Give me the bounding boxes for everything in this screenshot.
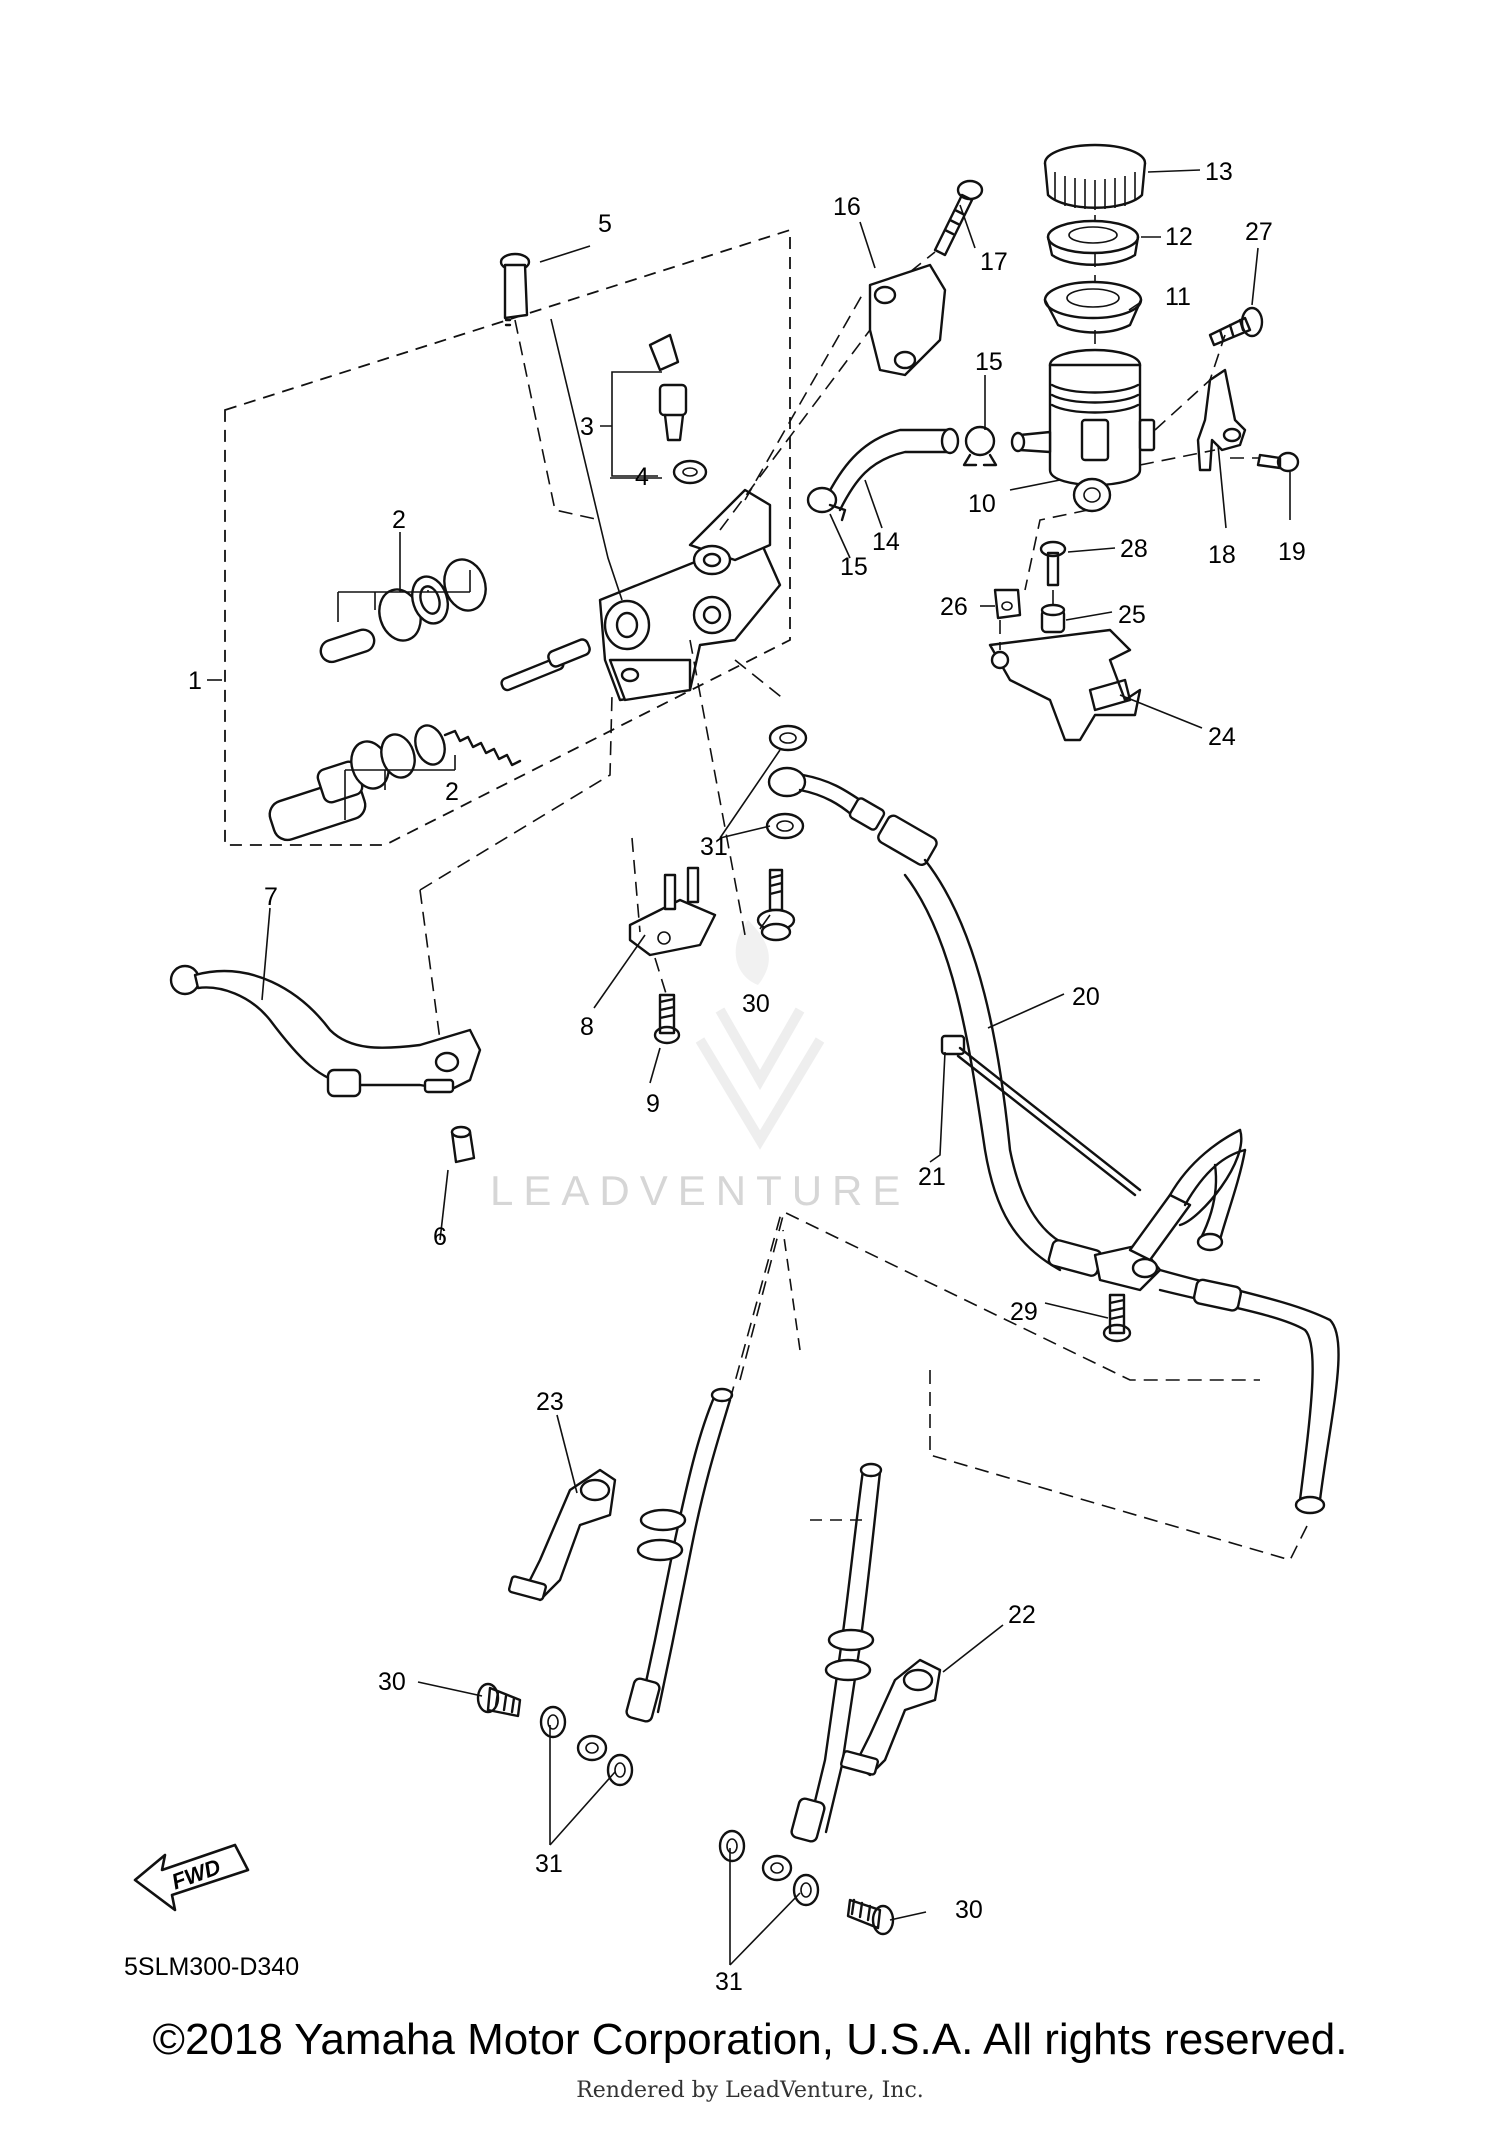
reservoir-screw (1208, 306, 1264, 347)
piston-kit-large (268, 638, 591, 842)
callout-19: 19 (1278, 538, 1306, 566)
bleed-screw-assembly (648, 333, 708, 485)
union-bolt-upper (756, 868, 796, 942)
holder-bolt (933, 179, 984, 257)
callout-24: 24 (1208, 723, 1236, 751)
lever-collar (450, 1125, 476, 1164)
callout-21: 21 (918, 1163, 946, 1191)
master-cylinder-cover (988, 628, 1142, 742)
brake-lever (169, 964, 482, 1098)
callout-30-left: 30 (378, 1668, 406, 1696)
callout-30-right: 30 (955, 1896, 983, 1924)
watermark-logo-icon (695, 920, 825, 1150)
copper-washers-upper (765, 724, 808, 840)
union-bolt-left (476, 1682, 522, 1718)
callout-17: 17 (980, 248, 1008, 276)
master-cylinder-holder (868, 263, 947, 377)
callout-15-upper: 15 (975, 348, 1003, 376)
callout-12: 12 (1165, 223, 1193, 251)
brake-fluid-reservoir (1010, 348, 1156, 513)
hose-clip-lower (806, 486, 847, 522)
callout-15-lower: 15 (840, 553, 868, 581)
callout-23: 23 (536, 1388, 564, 1416)
callout-2-upper: 2 (392, 506, 406, 534)
hose-guide-right (840, 1658, 942, 1777)
callout-16: 16 (833, 193, 861, 221)
callout-5: 5 (598, 210, 612, 238)
callout-26: 26 (940, 593, 968, 621)
callout-7: 7 (264, 883, 278, 911)
pivot-bolt (499, 252, 531, 327)
brake-hose-right (761, 1462, 883, 1882)
callout-6: 6 (433, 1223, 447, 1251)
master-cylinder-kit-outline (224, 228, 791, 846)
callout-31-left: 31 (535, 1850, 563, 1878)
hose-bolt (1102, 1293, 1132, 1343)
callout-29: 29 (1010, 1298, 1038, 1326)
copper-washers-lower (539, 1705, 820, 1907)
cover-bolt (1039, 540, 1067, 587)
hose-clip-upper (962, 425, 998, 467)
forward-arrow-icon: FWD (133, 1843, 250, 1912)
callout-28: 28 (1120, 535, 1148, 563)
piston-kit-small (319, 558, 487, 664)
cover-collar (1040, 603, 1066, 634)
callout-20: 20 (1072, 983, 1100, 1011)
reservoir-bracket (1196, 368, 1247, 472)
callout-14: 14 (872, 528, 900, 556)
callout-18: 18 (1208, 541, 1236, 569)
brake-hose-main (767, 766, 1340, 1515)
bracket-screw (1256, 451, 1300, 473)
cable-tie (940, 1034, 1142, 1197)
callout-9: 9 (646, 1090, 660, 1118)
callout-25: 25 (1118, 601, 1146, 629)
callout-3: 3 (580, 413, 594, 441)
callout-22: 22 (1008, 1601, 1036, 1629)
callout-10: 10 (968, 490, 996, 518)
rendered-by-notice: Rendered by LeadVenture, Inc. (576, 2078, 924, 2103)
reservoir-cap (1043, 143, 1147, 210)
callout-2-lower: 2 (445, 778, 459, 806)
leader-lines (207, 169, 1311, 1966)
callout-13: 13 (1205, 158, 1233, 186)
callout-8: 8 (580, 1013, 594, 1041)
callout-30-upper: 30 (742, 990, 770, 1018)
diaphragm-holder (1046, 219, 1140, 266)
reservoir-plate (993, 588, 1022, 620)
union-bolt-right (846, 1898, 895, 1936)
reservoir-diaphragm (1043, 280, 1143, 334)
callout-27: 27 (1245, 218, 1273, 246)
watermark-text: LEADVENTURE (490, 1167, 910, 1214)
callout-11: 11 (1165, 283, 1191, 311)
copyright-notice: ©2018 Yamaha Motor Corporation, U.S.A. A… (152, 2015, 1348, 2064)
callout-31-right: 31 (715, 1968, 743, 1996)
switch-screw (653, 993, 681, 1045)
callouts: 1 2 2 3 4 5 6 7 8 9 10 11 12 13 14 15 15… (188, 158, 1306, 1996)
callout-1: 1 (188, 667, 202, 695)
hose-guide-left (507, 1468, 617, 1602)
callout-31-upper: 31 (700, 833, 728, 861)
watermark: LEADVENTURE (490, 920, 910, 1214)
master-cylinder-body (598, 488, 782, 702)
reservoir-hose (823, 427, 960, 512)
brake-hose-left (576, 1387, 734, 1762)
brake-light-switch (628, 866, 717, 957)
diagram-code: 5SLM300-D340 (124, 1953, 299, 1981)
callout-4: 4 (635, 463, 649, 491)
